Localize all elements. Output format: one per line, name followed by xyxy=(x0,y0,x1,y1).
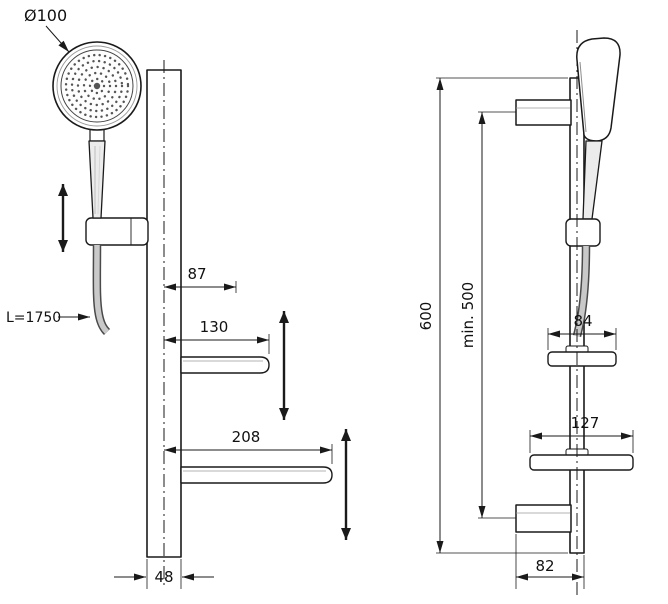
hand-shower-handle-front xyxy=(88,127,106,219)
head-diameter-leader xyxy=(45,25,70,53)
dimension-min-500: min. 500 xyxy=(459,111,516,519)
dimension-84: 84 xyxy=(547,312,617,350)
holder-body xyxy=(85,217,149,246)
lower-shelf-side-body xyxy=(529,454,634,471)
head-diameter-label: Ø100 xyxy=(24,6,67,25)
spray-nozzles xyxy=(64,53,130,119)
lower-shelf-body xyxy=(180,466,333,484)
dimension-hose-length: L=1750 xyxy=(6,310,90,326)
head-side-faceline xyxy=(579,61,587,133)
slider-holder-front xyxy=(85,217,149,246)
handle-shading-2 xyxy=(97,145,101,215)
dim-48-label: 48 xyxy=(154,568,173,586)
dim-208-label: 208 xyxy=(232,428,261,446)
dimension-87: 87 xyxy=(164,265,237,293)
front-view: Ø100 L=1750 87 130 208 xyxy=(6,6,351,589)
dimension-48: 48 xyxy=(114,559,214,589)
side-view: 600 min. 500 84 127 82 xyxy=(417,30,634,596)
upper-shelf-front xyxy=(180,356,270,374)
handle-side xyxy=(582,140,603,220)
upper-shelf-side-body xyxy=(547,351,617,367)
hose-fill xyxy=(94,244,109,334)
head-center-nozzle xyxy=(93,82,101,90)
head-side-body xyxy=(576,37,621,142)
upper-shelf-body xyxy=(180,356,270,374)
bottom-bracket-body xyxy=(515,504,572,533)
dimension-head-diameter: Ø100 xyxy=(24,6,70,53)
hose-length-label: L=1750 xyxy=(6,310,61,326)
dimension-82: 82 xyxy=(515,534,585,589)
dim-130-label: 130 xyxy=(200,318,229,336)
dim-82-label: 82 xyxy=(535,557,554,575)
dim-87-label: 87 xyxy=(187,265,206,283)
top-wall-bracket xyxy=(515,99,572,126)
handle-grip xyxy=(88,140,106,219)
dim-500-label: min. 500 xyxy=(459,282,477,348)
dimension-600: 600 xyxy=(417,77,568,554)
bottom-wall-bracket xyxy=(515,504,572,533)
dim-127-label: 127 xyxy=(571,414,600,432)
shower-head-front xyxy=(52,41,142,131)
dimension-127: 127 xyxy=(529,414,634,453)
holder-side xyxy=(565,218,601,247)
dim-84-label: 84 xyxy=(573,312,592,330)
hand-shower-side xyxy=(565,37,621,338)
dim-600-label: 600 xyxy=(417,302,435,331)
dimension-208: 208 xyxy=(164,428,333,464)
lower-shelf-front xyxy=(180,466,333,484)
top-bracket-body xyxy=(515,99,572,126)
lower-shelf-side xyxy=(529,448,634,471)
dimension-130: 130 xyxy=(164,318,270,354)
head-inner-rim xyxy=(56,45,138,127)
shower-hose-front xyxy=(92,244,111,336)
upper-shelf-side xyxy=(547,345,617,367)
